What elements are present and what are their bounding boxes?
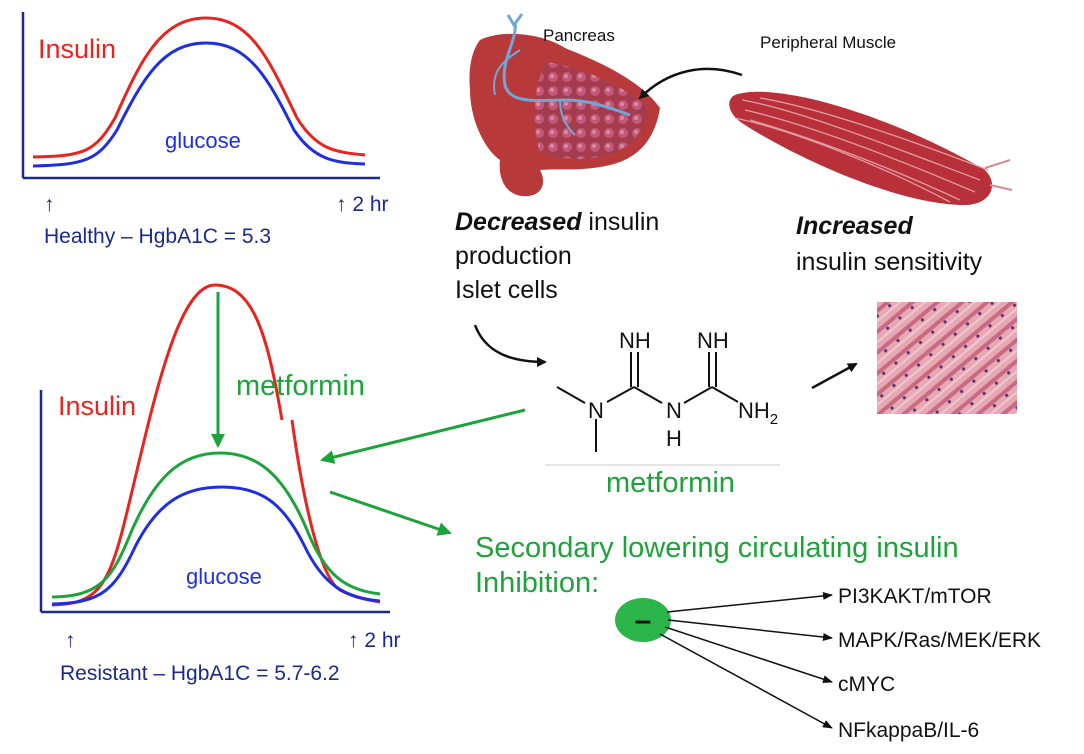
atom-n-bridge: N	[666, 398, 682, 423]
resistant-metformin-curve	[51, 451, 381, 599]
resistant-panel: Insulin metformin glucose ↑ ↑ 2 hr Resis…	[39, 283, 401, 685]
healthy-panel: Insulin glucose ↑ ↑ 2 hr Healthy – HgbA1…	[21, 12, 389, 248]
pancreas-effect-line1: Decreased insulin	[455, 208, 659, 236]
bond-c1-n	[633, 386, 663, 404]
muscle-effect-line2: insulin sensitivity	[796, 248, 983, 276]
resistant-glucose-label: glucose	[186, 564, 262, 589]
pancreas-label: Pancreas	[543, 26, 615, 45]
target-label-2: MAPK/Ras/MEK/ERK	[838, 629, 1041, 652]
healthy-insulin-label: Insulin	[38, 34, 116, 64]
target-label-3: cMYC	[838, 673, 895, 696]
secondary-line1: Secondary lowering circulating insulin	[475, 532, 959, 564]
target-label-4: NFkappaB/IL-6	[838, 719, 979, 742]
inhibitor-symbol: –	[635, 604, 652, 637]
healthy-glucose-curve	[32, 41, 366, 168]
resistant-glucose-curve	[51, 485, 381, 606]
pancreas-effect-text: Decreased insulin production Islet cells	[455, 208, 659, 304]
muscle-label: Peripheral Muscle	[760, 33, 896, 52]
healthy-end-marker: ↑ 2 hr	[336, 193, 389, 216]
secondary-line2: Inhibition:	[475, 567, 599, 599]
atom-nh-right: NH	[697, 328, 729, 353]
atom-nh2-sub: 2	[770, 411, 778, 428]
pancreas-effect-line2: production	[455, 242, 572, 270]
pancreas-lobules	[534, 62, 648, 159]
atom-nh2-main: NH	[738, 398, 770, 423]
muscle-effect-bold: Increased	[796, 212, 913, 240]
atom-nh2: NH2	[738, 398, 778, 428]
bond-n-c2	[683, 386, 713, 404]
inhibition-line-2	[667, 619, 833, 641]
pancreas-effect-rest: insulin	[581, 208, 659, 236]
bond-methyl-top	[556, 386, 586, 404]
pancreas-duct-tip	[506, 13, 524, 28]
healthy-start-marker: ↑	[44, 193, 55, 216]
bond-c2-nh2	[711, 386, 739, 403]
bond-n-c1	[606, 386, 635, 403]
target-label-1: PI3KAKT/mTOR	[838, 585, 992, 608]
muscle-fibers	[734, 97, 989, 203]
atom-nh-left: NH	[619, 328, 651, 353]
pancreas-effect-line3: Islet cells	[455, 276, 558, 304]
inhibitor-node	[615, 598, 671, 642]
inhibition-line-4	[659, 633, 833, 729]
atom-h-bridge: H	[666, 426, 682, 451]
muscle-to-pancreas-arrow	[638, 67, 743, 100]
pancreas-to-molecule-arrow	[473, 324, 547, 367]
pancreatic-duct	[502, 21, 631, 117]
resistant-start-marker: ↑	[65, 629, 76, 652]
pancreas-effect-bold: Decreased	[455, 208, 582, 236]
atom-n: N	[588, 398, 604, 423]
healthy-caption: Healthy – HgbA1C = 5.3	[44, 225, 271, 248]
muscle-effect-text: Increased insulin sensitivity	[796, 212, 983, 276]
muscle-tendon	[984, 159, 1013, 191]
resistant-metformin-label: metformin	[236, 370, 365, 402]
inhibition-line-3	[664, 626, 833, 683]
inhibition-line-1	[666, 591, 833, 613]
inhibition-targets: PI3KAKT/mTOR MAPK/Ras/MEK/ERK cMYC NFkap…	[659, 585, 1041, 742]
pancreas-illustration: Pancreas	[469, 13, 660, 197]
resistant-insulin-label: Insulin	[58, 391, 136, 421]
healthy-glucose-label: glucose	[165, 128, 241, 153]
metformin-atoms: NH NH N N H NH2	[588, 328, 778, 451]
resistant-caption: Resistant – HgbA1C = 5.7-6.2	[60, 662, 340, 685]
resistant-insulin-curve	[51, 283, 381, 607]
molecule-to-tissue-arrow	[811, 362, 858, 390]
muscle-tissue-image	[877, 302, 1017, 414]
muscle-illustration: Peripheral Muscle	[729, 33, 1013, 205]
healthy-insulin-curve	[32, 16, 366, 159]
metformin-to-curve-arrow	[320, 408, 526, 464]
metformin-structure	[556, 352, 739, 452]
resistant-end-marker: ↑ 2 hr	[348, 629, 401, 652]
muscle-bundle	[729, 91, 993, 205]
molecule-name: metformin	[606, 467, 735, 499]
pancreatic-duct-branch	[493, 49, 576, 136]
curve-to-secondary-arrow	[329, 490, 452, 536]
